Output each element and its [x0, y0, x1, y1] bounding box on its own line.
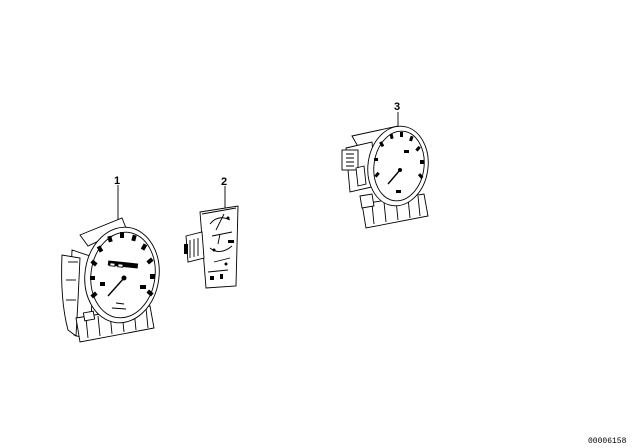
- part-3-tachometer[interactable]: 3: [341, 101, 433, 229]
- document-number: 00006158: [588, 437, 627, 446]
- part-1-callout: 1: [114, 175, 120, 187]
- part-1-speedometer[interactable]: 1: [61, 175, 166, 343]
- part-2-callout: 2: [221, 176, 227, 188]
- speedometer-icon: [61, 217, 160, 343]
- part-2-circuit-board[interactable]: 2: [184, 176, 239, 289]
- circuit-board-icon: [184, 205, 239, 289]
- tachometer-icon: [341, 125, 429, 229]
- part-3-callout: 3: [394, 101, 400, 113]
